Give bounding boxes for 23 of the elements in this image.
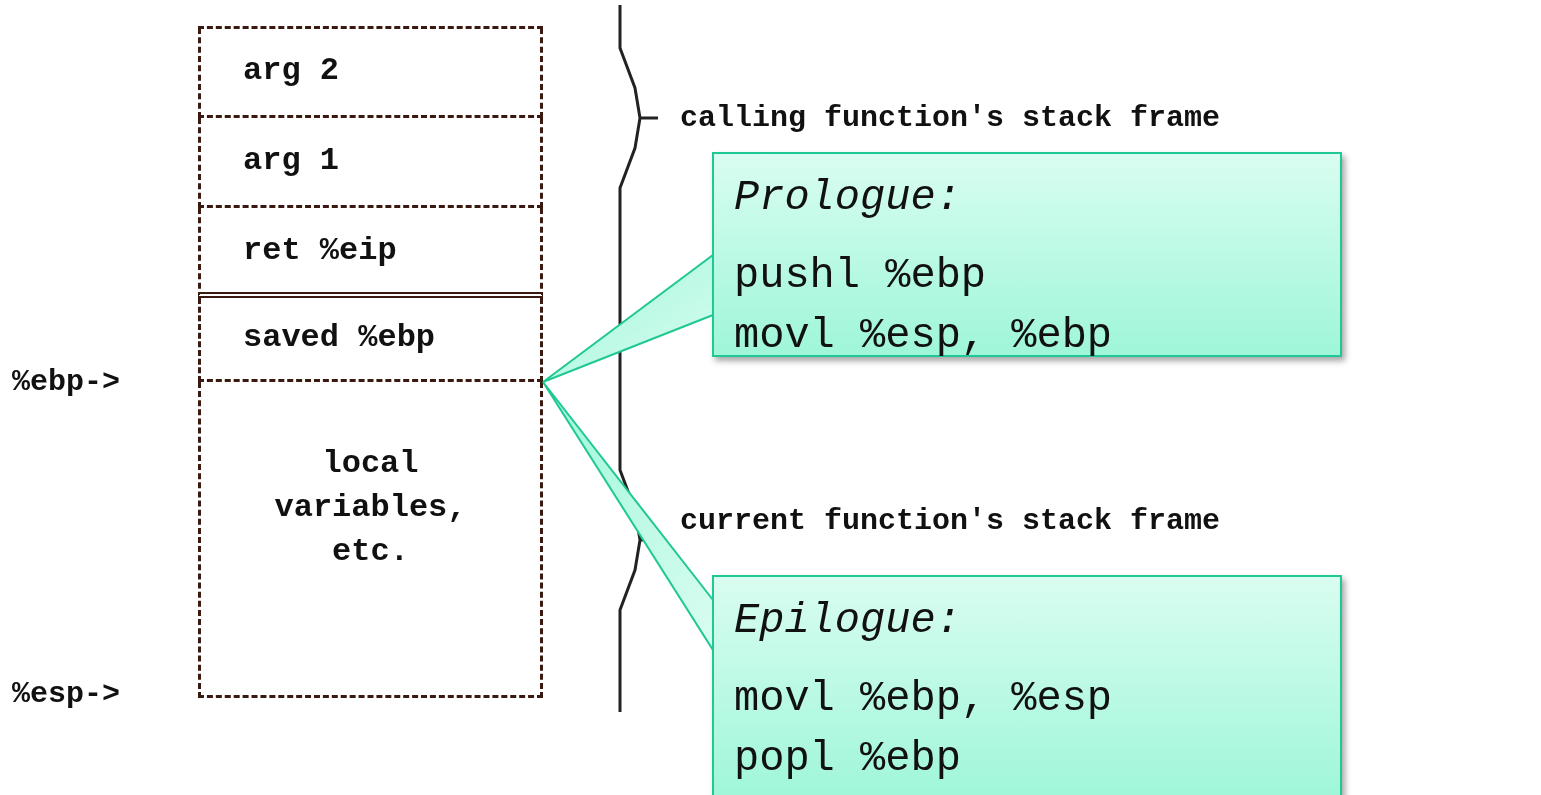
callout-heading: Prologue:	[734, 173, 962, 224]
code-line: popl %ebp	[734, 734, 962, 785]
slot-label: arg 1	[243, 141, 339, 181]
leader-line	[542, 381, 714, 654]
code-line: movl %esp, %ebp	[734, 311, 1114, 362]
code-line: movl %ebp, %esp	[734, 674, 1114, 725]
stack-slot	[198, 118, 543, 208]
code-line: pushl %ebp	[734, 251, 988, 302]
slot-label: ret %eip	[243, 231, 397, 271]
register-pointer-label: %ebp->	[12, 364, 121, 400]
callout-heading: Epilogue:	[734, 596, 962, 647]
stack-slot	[198, 208, 543, 298]
slot-label: local variables, etc.	[273, 444, 468, 572]
register-pointer-label: %esp->	[12, 676, 121, 712]
stack-frame-label: current function's stack frame	[680, 503, 1221, 539]
stack-slot	[198, 382, 543, 698]
slot-label: saved %ebp	[243, 318, 436, 358]
stack-slot	[198, 28, 543, 118]
callout-box	[712, 575, 1342, 795]
stack-slot	[198, 298, 543, 382]
leader-line	[542, 253, 714, 383]
slot-label: arg 2	[243, 51, 339, 91]
stack-frame-label: calling function's stack frame	[680, 100, 1221, 136]
